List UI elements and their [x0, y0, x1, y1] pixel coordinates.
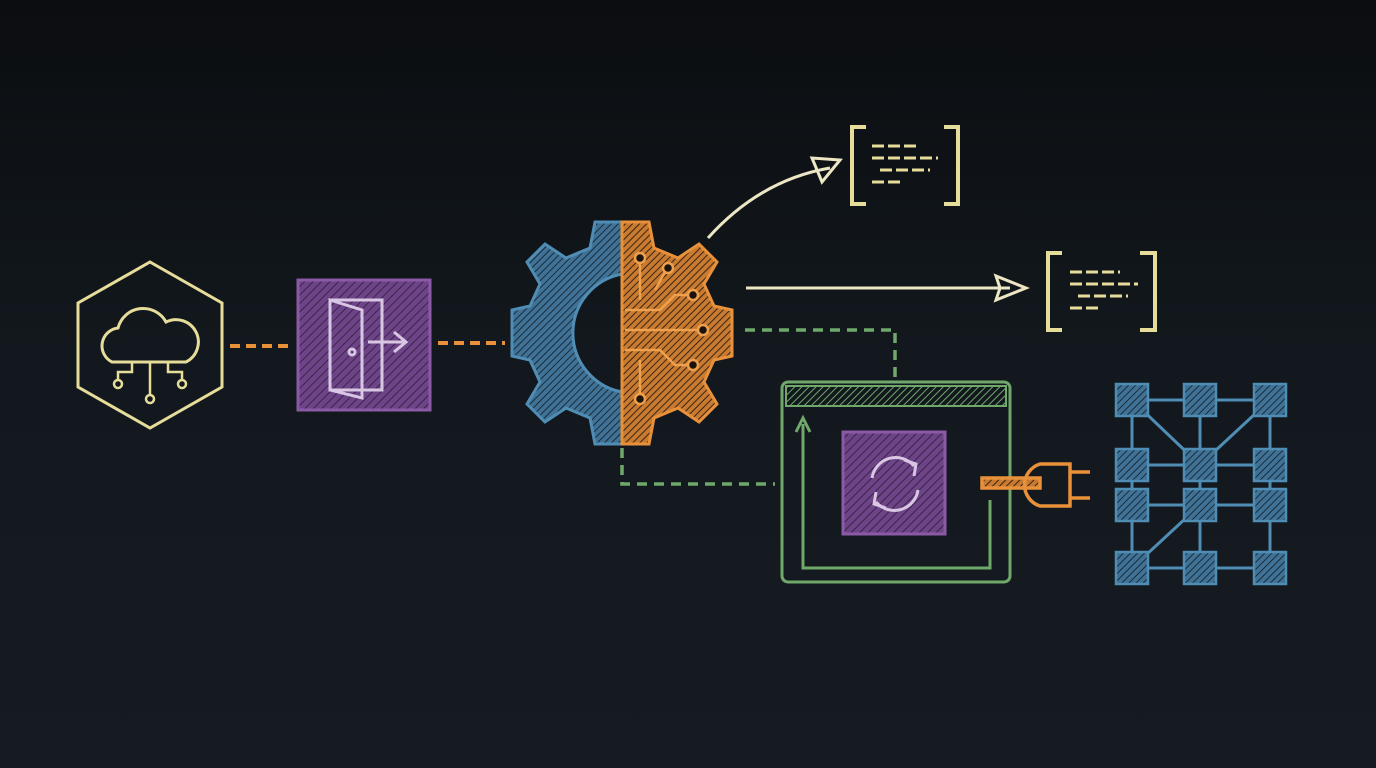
network-lines-icon — [112, 362, 188, 405]
grid-network-icon — [1114, 382, 1288, 586]
arrowhead-icon — [809, 156, 843, 185]
entry-square — [296, 278, 432, 412]
arrowhead-icon — [993, 273, 1031, 303]
refresh-icon — [870, 456, 920, 512]
arrowhead-icon — [794, 414, 812, 433]
sync-square — [841, 430, 947, 536]
bracket-document-2 — [1046, 251, 1157, 332]
cloud-network-node — [76, 260, 224, 430]
circuit-traces-icon — [625, 251, 710, 406]
window-titlebar — [785, 385, 1007, 407]
gear-blue-half — [510, 220, 624, 446]
loop-arrow — [801, 424, 992, 570]
entry-node — [296, 278, 432, 412]
gear-orange-half — [620, 220, 734, 446]
curved-arrow — [706, 166, 831, 240]
connector-dashed-green-2 — [620, 448, 775, 486]
hexagon-frame — [76, 260, 224, 430]
gear-circuit-icon — [510, 220, 734, 446]
door-exit-icon — [328, 297, 409, 400]
plug-icon — [980, 462, 1090, 508]
bracket-document-1 — [850, 125, 960, 206]
cloud-icon — [100, 306, 200, 364]
connector-dashed-green-1 — [745, 328, 897, 378]
window-loop-node — [780, 380, 1012, 584]
